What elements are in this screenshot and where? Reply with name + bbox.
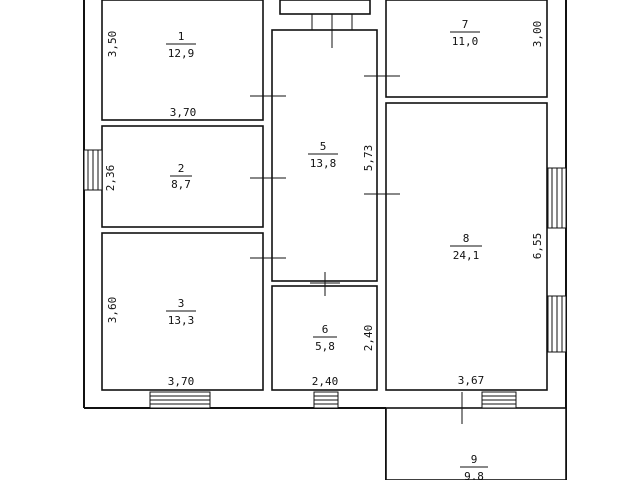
room-label-5: 5 13,8 xyxy=(308,140,338,170)
room-number: 3 xyxy=(178,297,185,310)
room-area: 12,9 xyxy=(168,47,195,60)
room-label-8: 8 24,1 xyxy=(450,232,482,262)
room-1-outline xyxy=(101,0,264,121)
room-9-outline xyxy=(385,407,567,480)
dimension-label-room1-height: 3,50 xyxy=(106,31,119,58)
dimension-label-room2-height: 2,36 xyxy=(104,165,117,192)
room-area: 5,8 xyxy=(315,340,335,353)
dimension-label-room5-height: 5,73 xyxy=(362,145,375,172)
room-label-7: 7 11,0 xyxy=(450,18,480,48)
room-label-6: 6 5,8 xyxy=(313,323,337,353)
room-label-2: 2 8,7 xyxy=(170,162,192,191)
room-area: 8,7 xyxy=(171,178,191,191)
dimension-label-room6-width: 2,40 xyxy=(312,375,339,388)
dimension-label-room6-height: 2,40 xyxy=(362,325,375,352)
dimension-label-room1-width: 3,70 xyxy=(170,106,197,119)
room-number: 8 xyxy=(463,232,470,245)
room-area: 9,8 xyxy=(464,470,484,480)
dimension-label-room8-height: 6,55 xyxy=(531,233,544,260)
room-area: 11,0 xyxy=(452,35,479,48)
room-number: 9 xyxy=(471,453,478,466)
room-label-1: 1 12,9 xyxy=(166,30,196,60)
windows xyxy=(83,149,567,409)
room-area: 13,8 xyxy=(310,157,337,170)
room-number: 7 xyxy=(462,18,469,31)
dimension-label-room8-width: 3,67 xyxy=(458,374,485,387)
room-number: 5 xyxy=(320,140,327,153)
room-5-outline xyxy=(271,29,378,282)
room-label-9: 9 9,8 xyxy=(460,453,488,480)
room-6-outline xyxy=(271,285,378,391)
doors xyxy=(250,13,478,424)
dimension-label-room7-height: 3,00 xyxy=(531,21,544,48)
dimension-label-room3-height: 3,60 xyxy=(106,297,119,324)
room-7-outline xyxy=(385,0,548,98)
room-number: 6 xyxy=(322,323,329,336)
room-number: 2 xyxy=(178,162,185,175)
room-label-3: 3 13,3 xyxy=(166,297,196,327)
room-number: 1 xyxy=(178,30,185,43)
dimension-label-room3-width: 3,70 xyxy=(168,375,195,388)
room-area: 13,3 xyxy=(168,314,195,327)
top-niche-outline xyxy=(279,0,371,15)
room-area: 24,1 xyxy=(453,249,480,262)
